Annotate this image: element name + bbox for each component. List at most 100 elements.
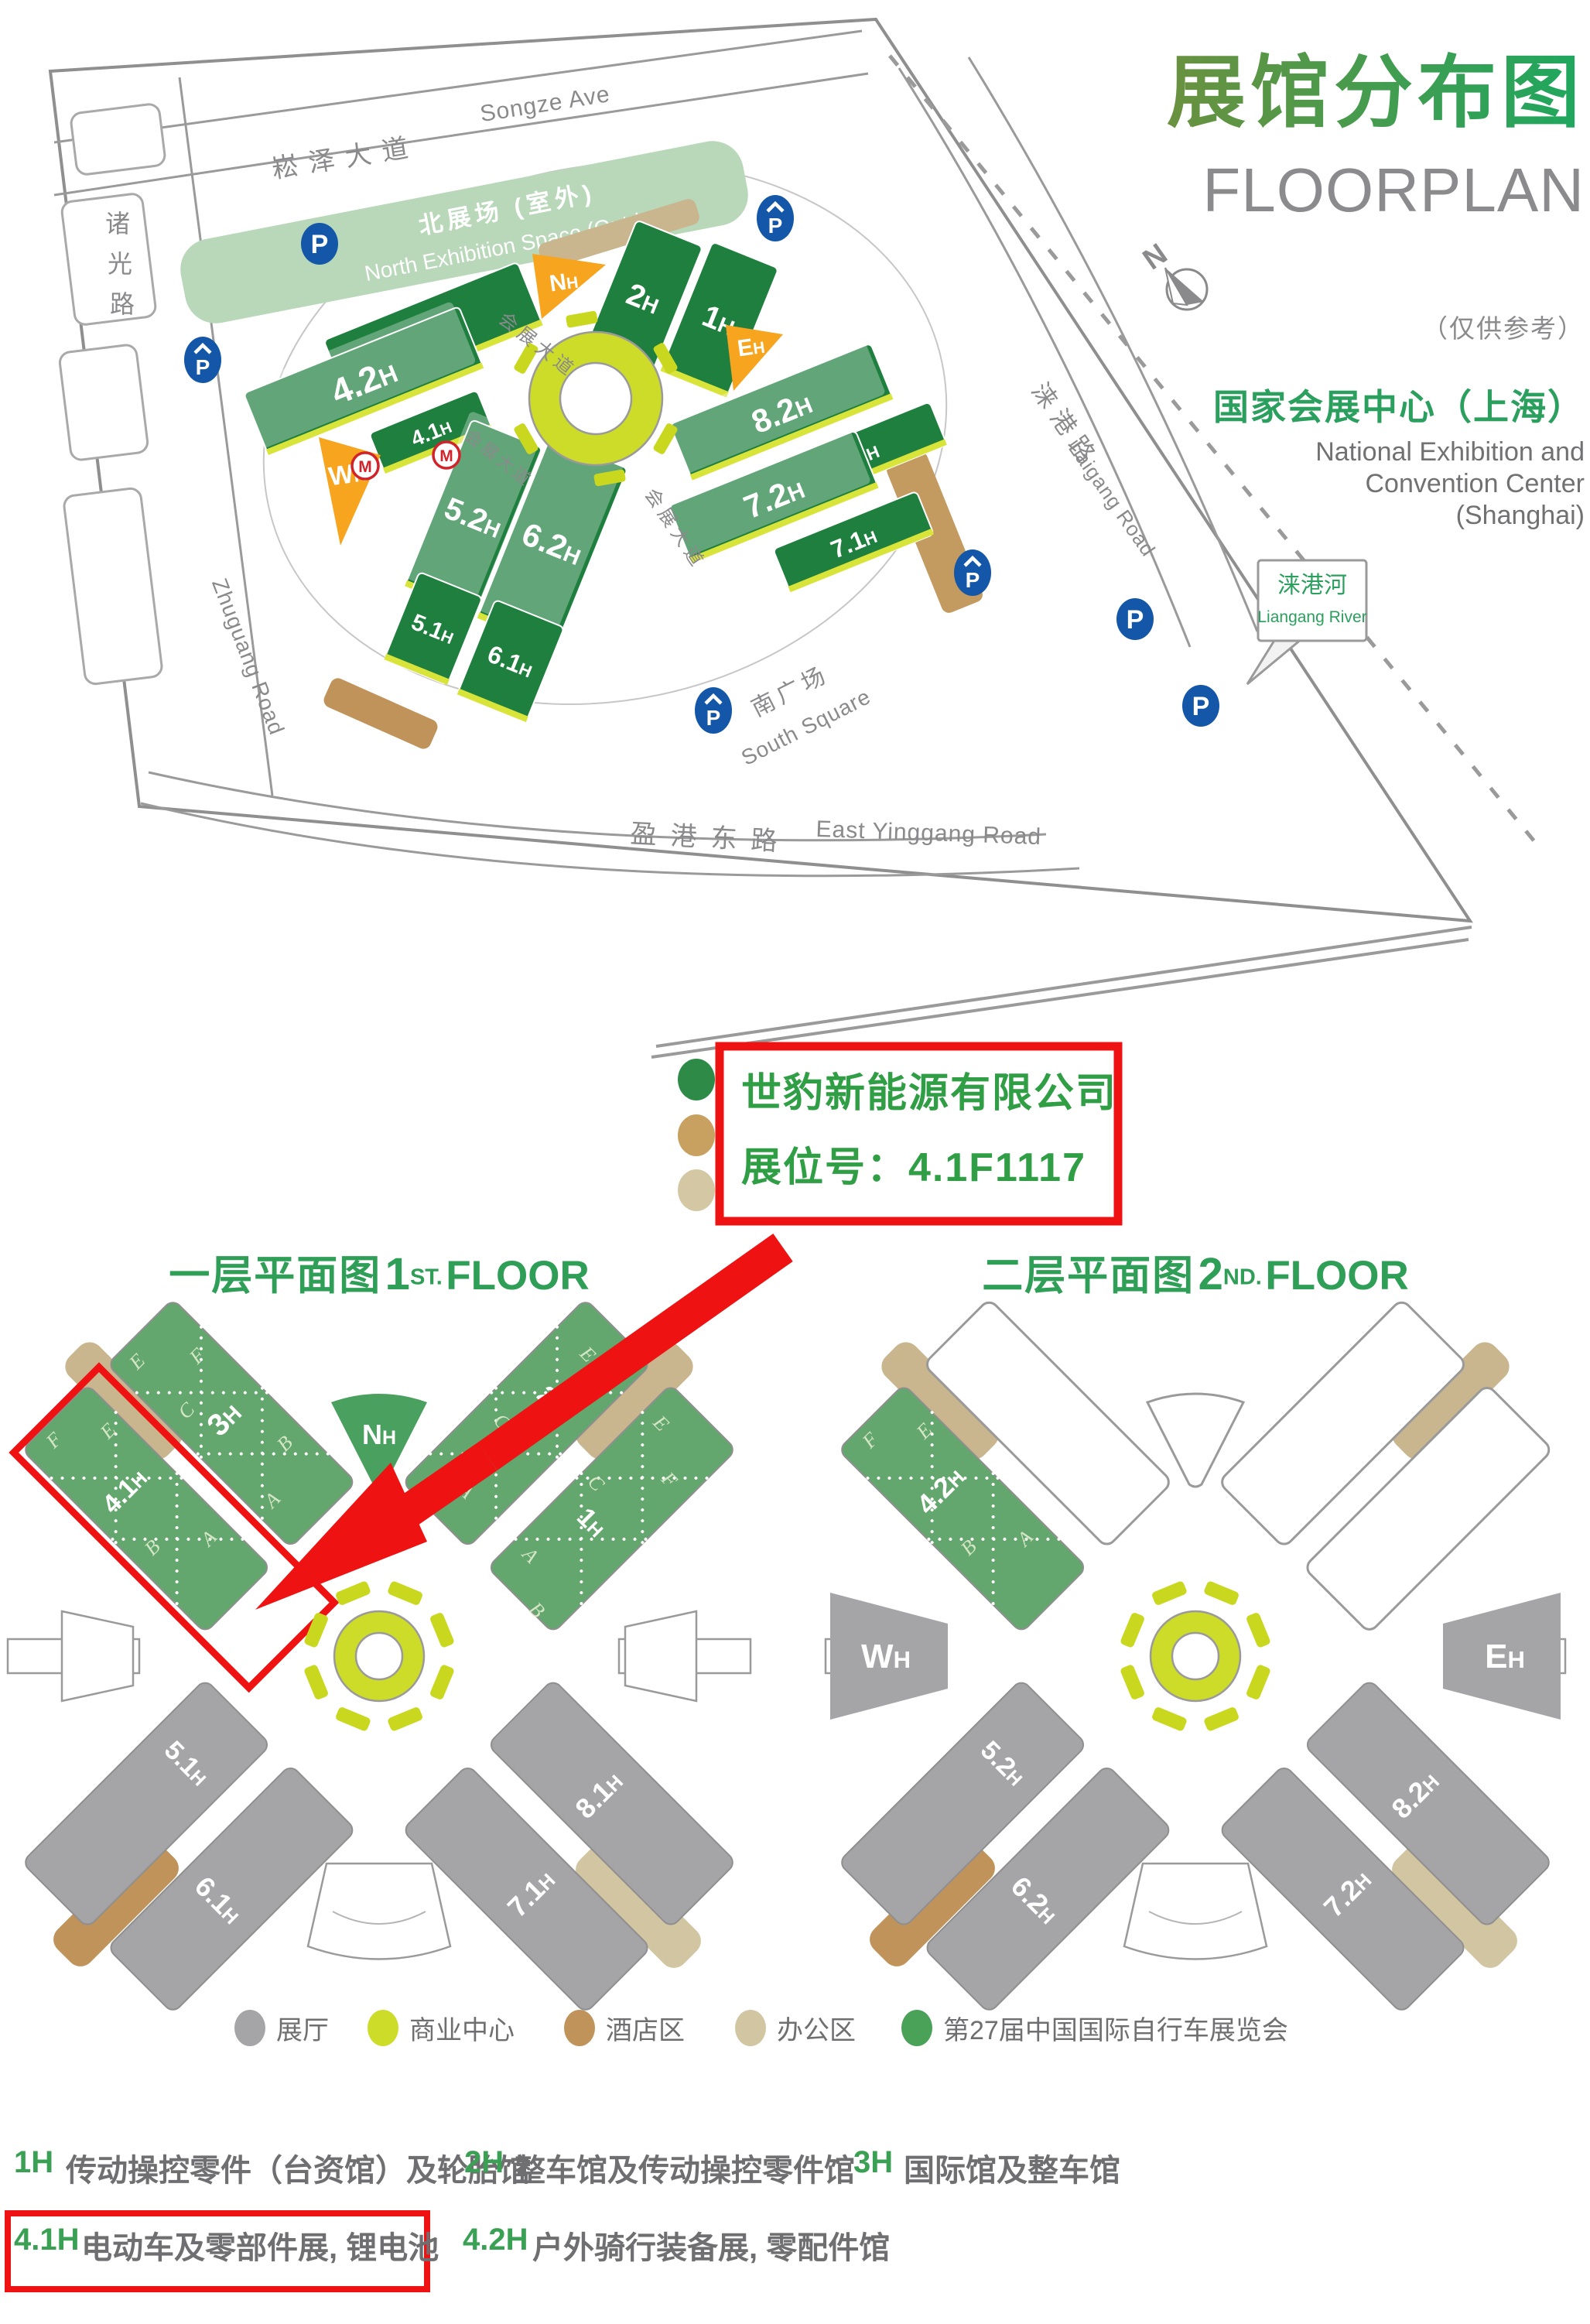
- compass-needle-dark: [1165, 268, 1204, 305]
- legend-item-2: 酒店区: [564, 2009, 685, 2051]
- parking-icon: P: [695, 687, 732, 734]
- pointer-arrow-head: [255, 1463, 427, 1610]
- company-highlight-box: [715, 1042, 1123, 1226]
- site-hall-5.1h: 5.1H: [384, 572, 482, 686]
- floor-corner-ne: [576, 1342, 693, 1460]
- site-gate-nh: [532, 254, 606, 319]
- parking-icon-shape: [184, 337, 221, 383]
- floor1-title: 一层平面图 1ST. FLOOR: [0, 1243, 758, 1302]
- west-funnel: [60, 1610, 135, 1703]
- wh-hall: [830, 1593, 948, 1720]
- site-hall-7.2h: 7.2H: [662, 426, 879, 563]
- site-hall-5.2h: 5.2H: [405, 412, 542, 614]
- bridge-line: [655, 926, 1472, 1048]
- site-hall-overlay: [405, 412, 540, 604]
- company-box-dot: [678, 1169, 715, 1211]
- legend-item-3: 办公区: [735, 2009, 856, 2051]
- parking-letter: P: [196, 355, 210, 379]
- river-label-cn: 涞港河: [1277, 573, 1347, 598]
- page-subtitle: （仅供参考）: [1422, 314, 1585, 343]
- hall-info-code-2h: 2H: [464, 2145, 504, 2179]
- floor-ring-accent: [304, 1613, 328, 1648]
- site-hall-8.2h: 8.2H: [664, 339, 894, 481]
- east-funnel: [624, 1610, 698, 1703]
- section-divider: [925, 1537, 1061, 1541]
- legend-dot: [735, 2010, 766, 2046]
- site-hall-7.1h: 7.1H: [773, 491, 934, 593]
- eh-hall-label: EH: [1485, 1638, 1525, 1675]
- hall-7.1h: [405, 1767, 648, 2011]
- parking-letter: P: [1192, 692, 1210, 721]
- hall-4.2h: [841, 1387, 1085, 1631]
- parking-icon: P: [1182, 685, 1219, 727]
- hall-info-desc-4.2h: 户外骑行装备展, 零配件馆: [532, 2231, 891, 2265]
- hall-info-code-4.1h: 4.1H: [14, 2223, 80, 2257]
- site-hall-edge: [689, 393, 894, 481]
- site-hall-overlay: [664, 339, 885, 474]
- metro-icon: M: [350, 451, 380, 481]
- floor2-title-word: FLOOR: [1265, 1253, 1409, 1299]
- floor-corner-ne: [1392, 1342, 1510, 1460]
- site-hall-1h: 1H: [660, 242, 778, 398]
- hall-nw-a-empty: [926, 1301, 1170, 1545]
- floor-corner-nw: [881, 1342, 999, 1460]
- site-map: 北展场 (室外)North Exhibition Space (Outdoor)…: [48, 17, 1543, 1226]
- compass-circle: [1165, 268, 1209, 311]
- floor-ring-accent: [1152, 1707, 1187, 1731]
- pointer-arrow-shaft: [477, 1234, 793, 1470]
- page-title-en: FLOORPLAN: [1202, 156, 1585, 224]
- venue-name-en: National Exhibition and Convention Cente…: [1315, 436, 1585, 532]
- site-gate-eh: [726, 325, 783, 391]
- north-space-shape: [180, 141, 748, 323]
- section-divider: [134, 1391, 268, 1395]
- site-hotel-strip: [323, 678, 438, 749]
- company-name: 世豹新能源有限公司: [741, 1071, 1117, 1116]
- songze-road-line: [53, 72, 869, 197]
- section-divider: [864, 1476, 1000, 1480]
- floor-ring-accent: [1246, 1613, 1270, 1648]
- river-label-en: Liangang River: [1257, 608, 1366, 626]
- bridge-line: [651, 938, 1469, 1059]
- river-callout-box: [1257, 559, 1368, 642]
- legend-label: 展厅: [276, 2016, 329, 2045]
- legend-label: 第27届中国国际自行车展览会: [943, 2016, 1288, 2045]
- company-box-dot: [678, 1114, 715, 1156]
- parking-icon-shape: [695, 687, 732, 734]
- hall-6.1h: [110, 1767, 354, 2011]
- venue-en-line1: National Exhibition and: [1315, 437, 1585, 467]
- site-hall-6.1h: 6.1H: [456, 600, 564, 723]
- floor1-title-num: 1: [385, 1249, 410, 1299]
- parking-icon: P: [301, 223, 338, 265]
- parking-chevron: [766, 200, 785, 213]
- site-hall-4.2h: 4.2H: [238, 302, 484, 456]
- section-divider: [514, 1537, 649, 1541]
- legend-item-0: 展厅: [234, 2009, 329, 2051]
- site-hall-label-2h: 2H: [622, 277, 665, 321]
- page-title: 展馆分布图: [1167, 29, 1585, 143]
- site-hall-edge: [266, 362, 484, 456]
- floor-ring-accent: [1204, 1581, 1239, 1605]
- south-funnel-line: [1148, 1911, 1243, 1925]
- south-funnel: [306, 1862, 452, 1960]
- floor2-title-sup: ND.: [1222, 1265, 1262, 1290]
- wh-hall-label: WH: [861, 1638, 911, 1675]
- hall-info-code-3h: 3H: [853, 2145, 894, 2179]
- floor-ring-accent: [430, 1665, 454, 1699]
- floor-ring-accent: [430, 1613, 454, 1648]
- hall-ne-a-empty: [1221, 1301, 1465, 1545]
- parking-chevron: [704, 693, 723, 705]
- site-hall-overlay: [238, 302, 476, 449]
- hall-8.1h: [490, 1682, 733, 1925]
- company-box-dot: [678, 1059, 715, 1100]
- legend-item-1: 商业中心: [368, 2009, 515, 2051]
- zhuguang-road-line: [178, 77, 274, 796]
- floor1-title-word: FLOOR: [446, 1253, 590, 1299]
- site-ring-accent: [593, 469, 626, 487]
- site-ring-inner: [559, 361, 633, 436]
- floor-ring-inner: [1171, 1631, 1220, 1681]
- floor-corner-sw: [53, 1841, 179, 1966]
- metro-icon-shape: [432, 440, 461, 470]
- parking-letter: P: [706, 706, 721, 730]
